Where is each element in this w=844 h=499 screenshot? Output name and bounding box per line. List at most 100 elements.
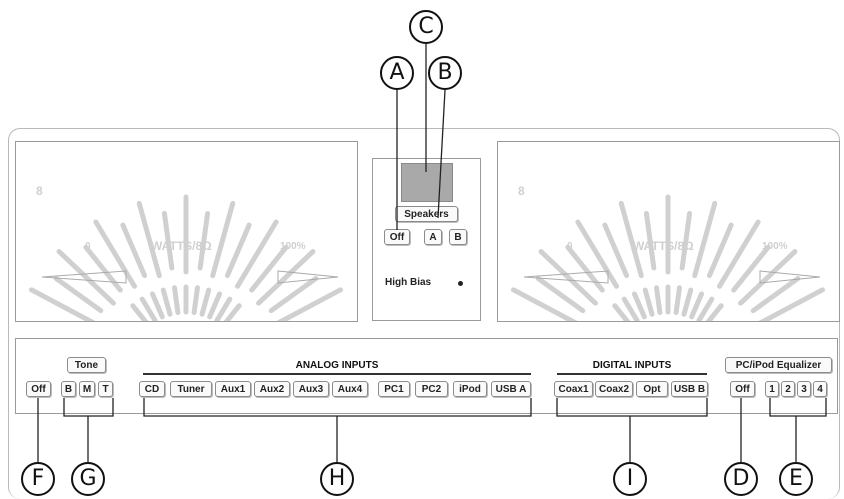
meter-tick bbox=[136, 200, 162, 279]
off-glyph: 8 bbox=[36, 184, 43, 198]
equalizer-1-button[interactable]: 1 bbox=[765, 381, 779, 397]
max-label: 100% bbox=[762, 241, 788, 252]
meter-tick bbox=[191, 285, 200, 316]
tone-off-button[interactable]: Off bbox=[26, 381, 51, 397]
meter-tick bbox=[93, 219, 137, 289]
meter-tick bbox=[199, 287, 212, 317]
tone-label: Tone bbox=[67, 357, 106, 373]
speakers-b-button[interactable]: B bbox=[449, 229, 467, 245]
input-aux2-button[interactable]: Aux2 bbox=[254, 381, 290, 397]
input-aux4-button[interactable]: Aux4 bbox=[332, 381, 368, 397]
speakers-label: Speakers bbox=[395, 206, 458, 222]
meter-tick bbox=[631, 291, 647, 320]
callout-d: D bbox=[724, 462, 758, 496]
callout-g: G bbox=[71, 462, 105, 496]
digital-inputs-rule bbox=[557, 373, 707, 375]
meter-tick bbox=[235, 219, 279, 289]
meter-tick bbox=[565, 244, 605, 293]
meter-tick bbox=[679, 210, 693, 271]
tone-bass-button[interactable]: B bbox=[61, 381, 76, 397]
equalizer-3-button[interactable]: 3 bbox=[797, 381, 811, 397]
off-glyph: 8 bbox=[518, 184, 525, 198]
equalizer-4-button[interactable]: 4 bbox=[813, 381, 827, 397]
right-power-meter: WATTS/8Ω 100% 0 8 bbox=[497, 141, 840, 328]
meter-tick bbox=[197, 210, 211, 271]
meter-tick bbox=[120, 222, 148, 279]
input-coax2-button[interactable]: Coax2 bbox=[595, 381, 633, 397]
high-bias-label: High Bias bbox=[385, 277, 432, 288]
meter-tick bbox=[738, 249, 798, 306]
meter-tick bbox=[56, 249, 116, 306]
tone-treble-button[interactable]: T bbox=[98, 381, 113, 397]
meter-tick bbox=[731, 244, 771, 293]
meter-tick bbox=[575, 219, 619, 289]
meter-tick bbox=[717, 219, 761, 289]
meter-tick bbox=[753, 287, 826, 328]
meter-tick bbox=[621, 296, 640, 324]
input-usb-a-button[interactable]: USB A bbox=[491, 381, 531, 397]
input-coax1-button[interactable]: Coax1 bbox=[554, 381, 593, 397]
meter-tick bbox=[689, 291, 705, 320]
input-pc1-button[interactable]: PC1 bbox=[378, 381, 410, 397]
meter-tick bbox=[692, 200, 718, 279]
callout-c: C bbox=[409, 10, 443, 44]
min-label: 0 bbox=[567, 241, 573, 252]
meter-tick bbox=[214, 296, 233, 324]
left-power-meter: WATTS/8Ω 100% 0 8 bbox=[15, 141, 358, 328]
callout-a: A bbox=[380, 56, 414, 90]
meter-tick bbox=[535, 276, 586, 314]
input-selector-panel bbox=[15, 338, 838, 414]
callout-e: E bbox=[779, 462, 813, 496]
analog-inputs-heading: ANALOG INPUTS bbox=[295, 360, 379, 371]
max-label: 100% bbox=[280, 241, 306, 252]
high-bias-indicator bbox=[458, 281, 463, 286]
meter-tick bbox=[618, 200, 644, 279]
input-aux3-button[interactable]: Aux3 bbox=[293, 381, 329, 397]
meter-tick bbox=[696, 296, 715, 324]
meter-tick bbox=[268, 276, 319, 314]
meter-tick bbox=[224, 222, 252, 279]
input-usb-b-button[interactable]: USB B bbox=[671, 381, 708, 397]
input-opt-button[interactable]: Opt bbox=[636, 381, 668, 397]
right-meter-scale bbox=[510, 194, 826, 328]
digital-inputs-heading: DIGITAL INPUTS bbox=[592, 360, 672, 371]
tone-mid-button[interactable]: M bbox=[79, 381, 95, 397]
meter-tick bbox=[256, 249, 316, 306]
meter-tick bbox=[654, 285, 663, 316]
callout-b: B bbox=[428, 56, 462, 90]
meter-tick bbox=[706, 222, 734, 279]
meter-tick bbox=[642, 287, 655, 317]
meter-tick bbox=[602, 222, 630, 279]
meter-tick bbox=[271, 287, 344, 328]
equalizer-label: PC/iPod Equalizer bbox=[725, 357, 832, 373]
meter-tick bbox=[149, 291, 165, 320]
meter-tick bbox=[139, 296, 158, 324]
input-tuner-button[interactable]: Tuner bbox=[170, 381, 212, 397]
meter-tick bbox=[673, 285, 682, 316]
meter-tick bbox=[28, 287, 101, 328]
input-aux1-button[interactable]: Aux1 bbox=[215, 381, 251, 397]
callout-i: I bbox=[613, 462, 647, 496]
callout-h: H bbox=[320, 462, 354, 496]
watts-label: WATTS/8Ω bbox=[151, 239, 212, 253]
input-pc2-button[interactable]: PC2 bbox=[415, 381, 448, 397]
watts-label: WATTS/8Ω bbox=[633, 239, 694, 253]
input-cd-button[interactable]: CD bbox=[139, 381, 165, 397]
meter-tick bbox=[249, 244, 289, 293]
equalizer-off-button[interactable]: Off bbox=[730, 381, 755, 397]
meter-tick bbox=[750, 276, 801, 314]
meter-tick bbox=[210, 200, 236, 279]
meter-tick bbox=[207, 291, 223, 320]
meter-tick bbox=[538, 249, 598, 306]
equalizer-2-button[interactable]: 2 bbox=[781, 381, 795, 397]
meter-tick bbox=[681, 287, 694, 317]
meter-tick bbox=[510, 287, 583, 328]
min-label: 0 bbox=[85, 241, 91, 252]
meter-tick bbox=[160, 287, 173, 317]
input-ipod-button[interactable]: iPod bbox=[453, 381, 487, 397]
speakers-a-button[interactable]: A bbox=[424, 229, 442, 245]
analog-inputs-rule bbox=[143, 373, 531, 375]
meter-tick bbox=[161, 210, 175, 271]
callout-f: F bbox=[21, 462, 55, 496]
